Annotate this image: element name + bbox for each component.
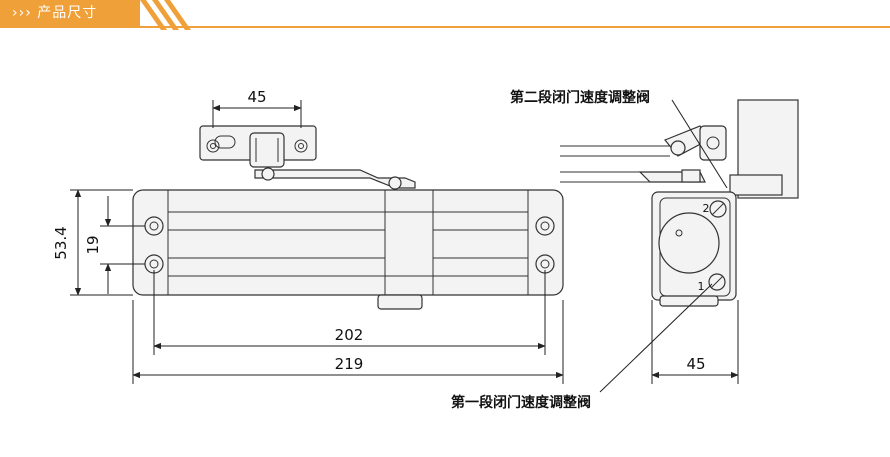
- dim-side-depth: 45: [686, 355, 705, 373]
- mounting-bracket: [199, 125, 317, 168]
- callout-second-stage-valve: 第二段闭门速度调整阀: [510, 89, 650, 106]
- section-title-text: 产品尺寸: [37, 5, 98, 21]
- valve-mark-2: 2: [703, 202, 710, 215]
- dim-overall-length: 219: [335, 355, 364, 373]
- arm: [254, 167, 416, 190]
- dim-bracket-width: 45: [247, 88, 266, 106]
- section-header: ››› 产品尺寸: [0, 0, 890, 32]
- dimension-lines-front: [70, 100, 564, 384]
- header-rule: [0, 26, 890, 28]
- front-view: [132, 125, 564, 310]
- dim-body-height: 53.4: [52, 226, 70, 259]
- side-arm: [560, 125, 727, 183]
- section-tab: ››› 产品尺寸: [0, 0, 140, 26]
- callout-leaders: [599, 99, 728, 393]
- dim-hole-span: 202: [335, 326, 364, 344]
- valve-mark-1: 1: [698, 280, 705, 293]
- section-title: ››› 产品尺寸: [12, 4, 97, 22]
- closer-side-body: [651, 191, 737, 307]
- dim-hole-spacing: 19: [84, 235, 102, 254]
- side-view: 2 1: [560, 99, 799, 307]
- chevrons-icon: ›››: [12, 5, 32, 21]
- closer-body: [132, 189, 564, 310]
- callout-first-stage-valve: 第一段闭门速度调整阀: [451, 394, 591, 411]
